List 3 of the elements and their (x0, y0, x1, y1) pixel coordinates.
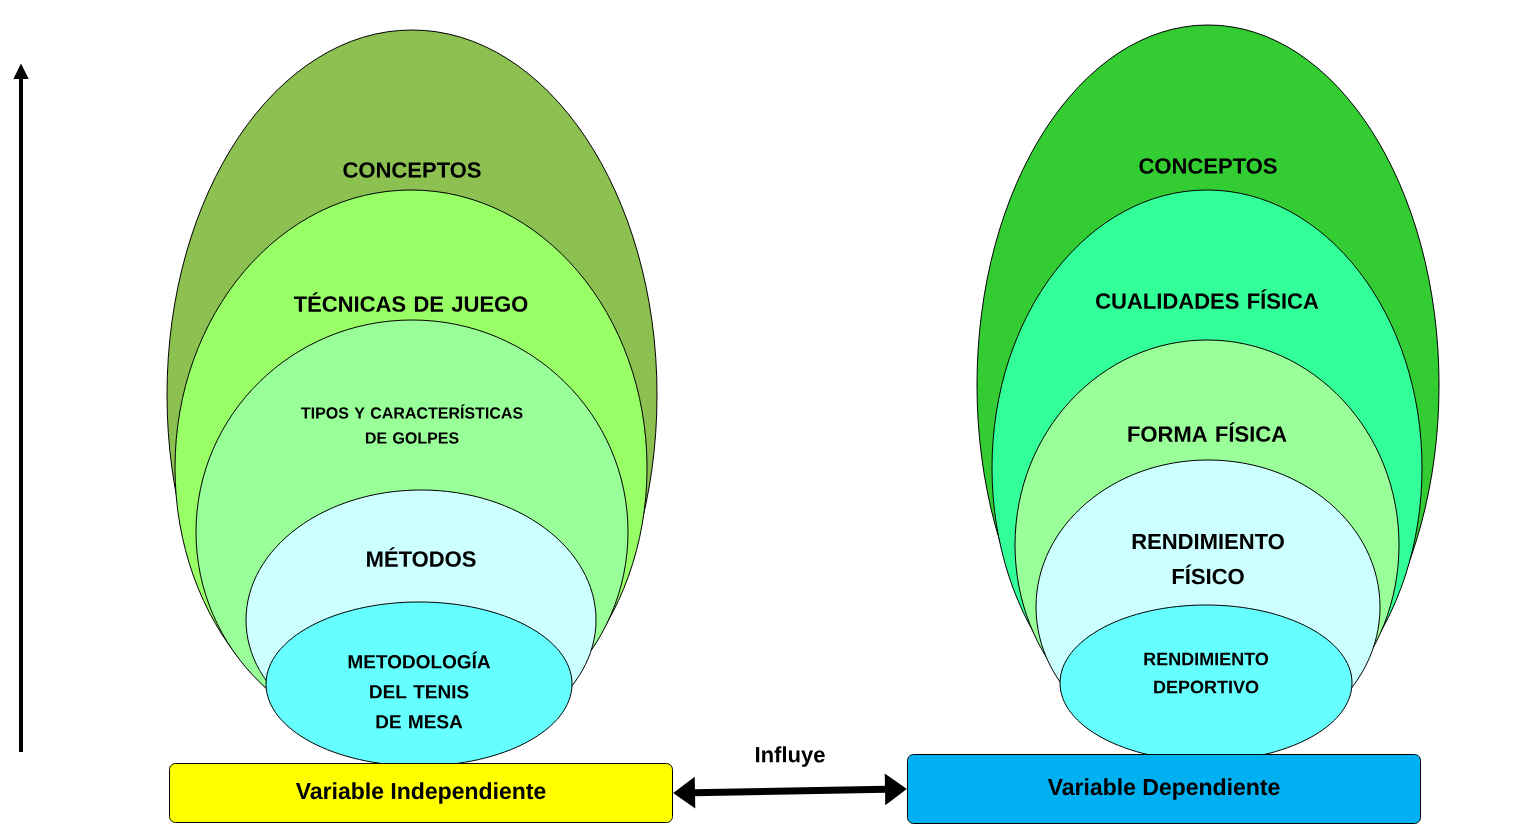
variable-box: Variable Dependiente (907, 754, 1421, 824)
edge-label: Influye (756, 746, 825, 767)
variable-box: Variable Independiente (169, 763, 673, 823)
